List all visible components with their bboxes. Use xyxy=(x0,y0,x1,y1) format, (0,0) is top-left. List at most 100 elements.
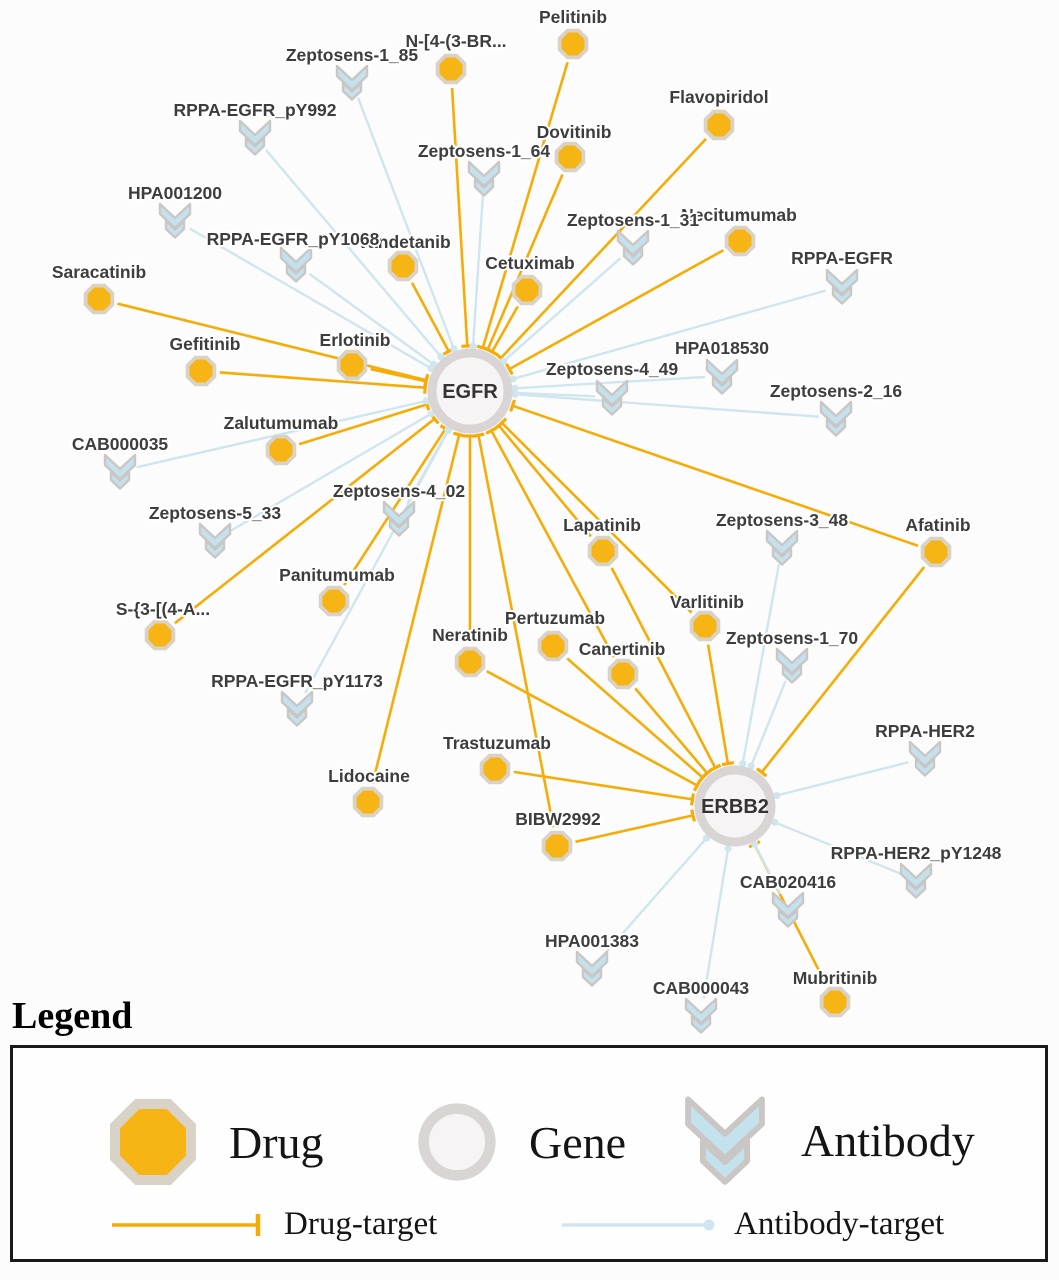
node-label: Necitumumab xyxy=(681,205,797,225)
antibody-node-zeptosens-4-49[interactable] xyxy=(595,379,629,416)
drug-node-panitumumab[interactable] xyxy=(318,585,350,617)
antibody-chevron xyxy=(819,400,853,437)
antibody-node-zeptosens-3-48[interactable] xyxy=(765,529,799,566)
node-label: Flavopiridol xyxy=(669,87,768,107)
gene-swatch-icon xyxy=(418,1103,496,1181)
legend-item-drug-target: Drug-target xyxy=(108,1206,437,1243)
drug-node-s-3-4-a[interactable] xyxy=(144,619,176,651)
drug-octagon xyxy=(537,630,569,662)
antibody-chevron xyxy=(908,740,942,777)
node-label: Mubritinib xyxy=(793,968,878,988)
antibody-node-rppa-egfr-py1068[interactable] xyxy=(279,246,313,283)
drug-node-gefitinib[interactable] xyxy=(185,355,217,387)
drug-node-dovitinib[interactable] xyxy=(554,141,586,173)
gene-node-erbb2[interactable]: ERBB2 xyxy=(694,765,776,847)
antibody-node-rppa-egfr-py1173[interactable] xyxy=(280,690,314,727)
antibody-target-edge xyxy=(514,391,596,398)
edge-endpoint-dot xyxy=(511,390,519,398)
drug-node-cetuximab[interactable] xyxy=(511,274,543,306)
drug-target-edge xyxy=(566,657,704,779)
inhibition-tee xyxy=(721,761,735,767)
legend-antibody-target-label: Antibody-target xyxy=(734,1206,945,1242)
node-label: RPPA-EGFR xyxy=(791,248,893,268)
inhibition-tee xyxy=(509,399,517,412)
antibody-chevron xyxy=(825,268,859,305)
drug-node-saracatinib[interactable] xyxy=(83,283,115,315)
legend-antibody-label: Antibody xyxy=(801,1114,975,1166)
drug-node-canertinib[interactable] xyxy=(607,658,639,690)
label-layer: PelitinibN-[4-(3-BR...FlavopiridolDoviti… xyxy=(50,5,1004,1000)
drug-octagon xyxy=(318,585,350,617)
drug-node-neratinib[interactable] xyxy=(454,646,486,678)
antibody-chevron xyxy=(705,358,739,395)
drug-node-flavopiridol[interactable] xyxy=(703,109,735,141)
antibody-target-edge xyxy=(265,149,442,358)
drug-node-pelitinib[interactable] xyxy=(557,28,589,60)
drug-node-n-4-3-br[interactable] xyxy=(435,53,467,85)
drug-octagon xyxy=(511,274,543,306)
antibody-node-hpa001383[interactable] xyxy=(575,950,609,987)
drug-target-edge xyxy=(477,434,555,828)
antibody-target-edge xyxy=(702,848,730,999)
antibody-target-edge xyxy=(229,412,432,533)
drug-node-zalutumumab[interactable] xyxy=(265,434,297,466)
node-label: Zalutumumab xyxy=(224,413,339,433)
drug-target-edge xyxy=(481,61,569,349)
node-layer: EGFR ERBB2 xyxy=(83,28,952,1034)
antibody-target-edge xyxy=(512,289,826,380)
antibody-node-rppa-her2[interactable] xyxy=(908,740,942,777)
antibody-node-cab000035[interactable] xyxy=(103,453,137,490)
drug-node-lapatinib[interactable] xyxy=(587,535,619,567)
antibody-node-zeptosens-1-64[interactable] xyxy=(467,160,501,197)
drug-target-edge xyxy=(575,814,694,844)
gene-label: EGFR xyxy=(442,381,498,403)
antibody-node-zeptosens-5-33[interactable] xyxy=(198,522,232,559)
drug-node-varlitinib[interactable] xyxy=(689,610,721,642)
edge-endpoint-dot xyxy=(773,791,781,800)
antibody-node-zeptosens-2-16[interactable] xyxy=(819,400,853,437)
edge-endpoint-dot xyxy=(444,426,452,435)
drug-node-bibw2992[interactable] xyxy=(541,830,573,862)
drug-octagon xyxy=(724,225,756,257)
drug-node-pertuzumab[interactable] xyxy=(537,630,569,662)
node-label: Erlotinib xyxy=(320,330,391,350)
drug-octagon xyxy=(352,786,384,818)
antibody-node-zeptosens-4-02[interactable] xyxy=(382,500,416,537)
antibody-node-zeptosens-1-70[interactable] xyxy=(775,647,809,684)
drug-node-mubritinib[interactable] xyxy=(819,986,851,1018)
antibody-node-cab000043[interactable] xyxy=(684,997,718,1034)
drug-target-edge xyxy=(410,282,450,352)
legend-gene-label: Gene xyxy=(529,1116,627,1168)
legend-box: Drug Gene Antibody Drug-target Antibody-… xyxy=(10,1045,1048,1262)
antibody-node-hpa018530[interactable] xyxy=(705,358,739,395)
drug-octagon xyxy=(336,349,368,381)
drug-node-erlotinib[interactable] xyxy=(336,349,368,381)
drug-target-edge xyxy=(513,770,693,801)
antibody-node-rppa-her2-py1248[interactable] xyxy=(899,862,933,899)
antibody-node-hpa001200[interactable] xyxy=(158,202,192,239)
antibody-target-edge xyxy=(308,273,435,366)
antibody-chevron xyxy=(158,202,192,239)
inhibition-tee xyxy=(756,767,768,778)
drug-node-necitumumab[interactable] xyxy=(724,225,756,257)
legend-item-gene: Gene xyxy=(411,1096,626,1188)
node-label: Pertuzumab xyxy=(505,608,605,628)
antibody-node-cab020416[interactable] xyxy=(771,891,805,928)
drug-node-lidocaine[interactable] xyxy=(352,786,384,818)
drug-target-edge xyxy=(486,669,698,787)
drug-node-vandetanib[interactable] xyxy=(387,250,419,282)
antibody-node-rppa-egfr-py992[interactable] xyxy=(238,119,272,156)
antibody-node-rppa-egfr[interactable] xyxy=(825,268,859,305)
drug-node-afatinib[interactable] xyxy=(920,536,952,568)
gene-node-egfr[interactable]: EGFR xyxy=(427,348,513,434)
edge-endpoint-dot xyxy=(724,844,732,853)
antibody-chevron xyxy=(616,229,650,266)
antibody-node-zeptosens-1-31[interactable] xyxy=(616,229,650,266)
drug-node-trastuzumab[interactable] xyxy=(479,753,511,785)
antibody-chevron xyxy=(595,379,629,416)
node-label: Zeptosens-5_33 xyxy=(149,503,282,523)
antibody-chevron xyxy=(280,690,314,727)
drug-target-edge xyxy=(219,371,426,389)
antibody-node-zeptosens-1-85[interactable] xyxy=(335,64,369,101)
antibody-target-edge xyxy=(514,393,820,418)
